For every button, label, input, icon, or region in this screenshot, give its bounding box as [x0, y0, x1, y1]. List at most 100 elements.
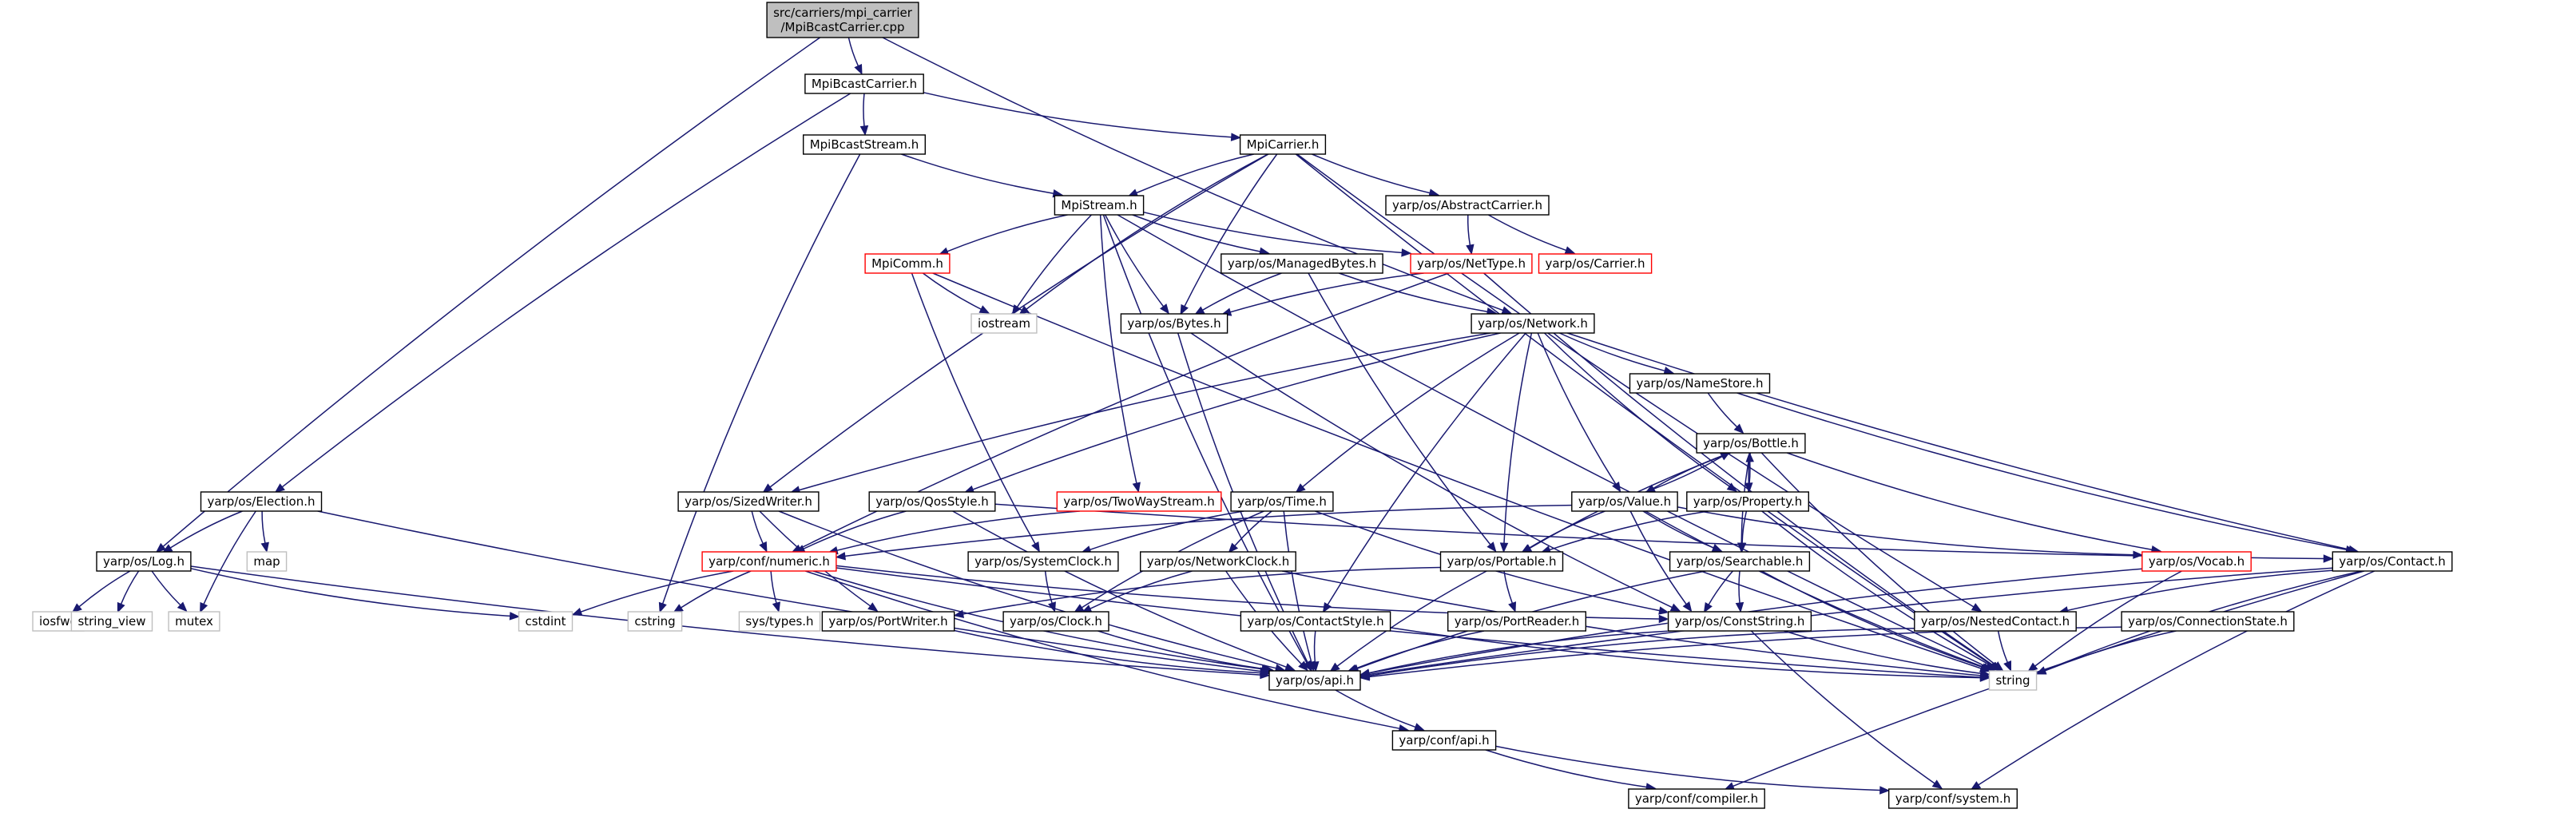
node-box — [1385, 195, 1550, 216]
node-box — [677, 491, 820, 512]
node-bytes[interactable]: yarp/os/Bytes.h — [1120, 313, 1228, 334]
node-network[interactable]: yarp/os/Network.h — [1471, 313, 1595, 334]
node-abstractcarrier[interactable]: yarp/os/AbstractCarrier.h — [1385, 195, 1550, 216]
node-networkclock[interactable]: yarp/os/NetworkClock.h — [1139, 551, 1296, 572]
node-label: yarp/os/Bottle.h — [1703, 436, 1799, 450]
node-mpicomm[interactable]: MpiComm.h — [864, 253, 951, 274]
edge-abstractcarrier-to-nettype — [1466, 214, 1475, 256]
edge-election-to-log — [161, 510, 243, 553]
node-vocab[interactable]: yarp/os/Vocab.h — [2141, 551, 2252, 572]
node-contactstyle[interactable]: yarp/os/ContactStyle.h — [1240, 611, 1391, 632]
node-box — [1240, 611, 1391, 632]
node-box — [803, 134, 927, 155]
node-system[interactable]: yarp/conf/system.h — [1887, 788, 2018, 809]
node-confapi[interactable]: yarp/conf/api.h — [1391, 730, 1497, 751]
edge-mpibcastcarrier-to-mpibcaststream — [859, 93, 869, 137]
node-box — [1410, 253, 1533, 274]
node-root: src/carriers/mpi_carrier/MpiBcastCarrier… — [766, 2, 919, 38]
node-numeric[interactable]: yarp/conf/numeric.h — [701, 551, 837, 572]
node-mpistream[interactable]: MpiStream.h — [1054, 195, 1145, 216]
edge-time-to-systemclock — [1080, 510, 1244, 554]
node-box — [1686, 491, 1810, 512]
node-portwriter[interactable]: yarp/os/PortWriter.h — [821, 611, 955, 632]
edge-twowaystream-to-numeric — [828, 510, 1080, 555]
node-carrier[interactable]: yarp/os/Carrier.h — [1538, 253, 1653, 274]
node-label: yarp/os/NestedContact.h — [1921, 614, 2070, 629]
node-mpibcaststream[interactable]: MpiBcastStream.h — [803, 134, 927, 155]
node-mpibcastcarrier[interactable]: MpiBcastCarrier.h — [804, 73, 924, 94]
edge-confapi-to-compiler — [1485, 749, 1657, 791]
node-systemclock[interactable]: yarp/os/SystemClock.h — [967, 551, 1119, 572]
edge-numeric-to-systypes — [770, 570, 780, 613]
node-api[interactable]: yarp/os/api.h — [1268, 670, 1361, 691]
edge-confapi-to-system — [1495, 745, 1891, 795]
edge-election-to-mutex — [200, 510, 256, 613]
node-box — [1391, 730, 1497, 751]
node-connectionstate[interactable]: yarp/os/ConnectionState.h — [2121, 611, 2295, 632]
node-label: yarp/os/Value.h — [1578, 494, 1671, 509]
edge-conststring-to-system — [1750, 630, 1943, 790]
node-label: yarp/os/Bytes.h — [1127, 316, 1221, 331]
node-label: yarp/os/Network.h — [1478, 316, 1588, 331]
node-property[interactable]: yarp/os/Property.h — [1686, 491, 1810, 512]
node-log[interactable]: yarp/os/Log.h — [96, 551, 192, 572]
node-label: yarp/os/Clock.h — [1010, 614, 1102, 629]
node-namestore[interactable]: yarp/os/NameStore.h — [1629, 373, 1771, 394]
node-label: string — [1995, 673, 2030, 688]
node-label: yarp/os/Property.h — [1693, 494, 1802, 509]
node-contact[interactable]: yarp/os/Contact.h — [2332, 551, 2453, 572]
edge-mpicarrier-to-mpistream — [1127, 153, 1254, 197]
node-label: yarp/os/api.h — [1276, 673, 1354, 688]
node-portreader[interactable]: yarp/os/PortReader.h — [1447, 611, 1586, 632]
node-box — [1696, 433, 1806, 454]
node-bottle[interactable]: yarp/os/Bottle.h — [1696, 433, 1806, 454]
node-portable[interactable]: yarp/os/Portable.h — [1439, 551, 1564, 572]
node-nettype[interactable]: yarp/os/NetType.h — [1410, 253, 1533, 274]
node-label: MpiComm.h — [871, 256, 943, 271]
edge-numeric-to-cstring — [673, 570, 752, 613]
node-box — [1447, 611, 1586, 632]
edge-network-to-sizedwriter — [789, 332, 1491, 494]
node-box — [1988, 670, 2038, 691]
node-searchable[interactable]: yarp/os/Searchable.h — [1669, 551, 1811, 572]
node-election[interactable]: yarp/os/Election.h — [200, 491, 323, 512]
edge-connectionstate-to-string — [2035, 630, 2177, 675]
edge-searchable-to-cstddef — [1703, 570, 1733, 613]
edge-property-to-bottle — [1745, 451, 1754, 493]
edge-log-to-mutex — [151, 570, 188, 613]
node-label: yarp/os/PortWriter.h — [828, 614, 947, 629]
node-sizedwriter[interactable]: yarp/os/SizedWriter.h — [677, 491, 820, 512]
node-clock[interactable]: yarp/os/Clock.h — [1002, 611, 1109, 632]
node-mpicarrier[interactable]: MpiCarrier.h — [1239, 134, 1327, 155]
node-box — [168, 611, 220, 632]
edge-managedbytes-to-portable — [1308, 272, 1497, 553]
node-label: yarp/os/ManagedBytes.h — [1228, 256, 1376, 271]
edge-network-to-time — [1295, 332, 1520, 494]
node-value[interactable]: yarp/os/Value.h — [1571, 491, 1678, 512]
edge-mpistream-to-twowaystream — [1099, 214, 1141, 494]
edge-sizedwriter-to-numeric — [751, 510, 768, 553]
node-compiler[interactable]: yarp/conf/compiler.h — [1628, 788, 1765, 809]
node-twowaystream[interactable]: yarp/os/TwoWayStream.h — [1056, 491, 1222, 512]
node-conststring[interactable]: yarp/os/ConstString.h — [1667, 611, 1812, 632]
node-box — [701, 551, 837, 572]
node-box — [1669, 551, 1811, 572]
node-string_view: string_view — [70, 611, 153, 632]
node-label: yarp/os/PortReader.h — [1455, 614, 1580, 629]
edge-root-to-log — [155, 37, 821, 553]
node-label: sys/types.h — [745, 614, 813, 629]
node-box — [246, 551, 288, 572]
node-iostream: iostream — [970, 313, 1038, 334]
edge-bytes-to-cstddef — [1190, 332, 1681, 612]
node-nestedcontact[interactable]: yarp/os/NestedContact.h — [1914, 611, 2077, 632]
node-managedbytes[interactable]: yarp/os/ManagedBytes.h — [1221, 253, 1383, 274]
node-label: yarp/os/Portable.h — [1447, 554, 1557, 569]
node-label: yarp/conf/api.h — [1399, 733, 1489, 748]
node-qosstyle[interactable]: yarp/os/QosStyle.h — [868, 491, 996, 512]
edge-log-to-string_view — [117, 570, 140, 613]
node-box — [1230, 491, 1334, 512]
node-time[interactable]: yarp/os/Time.h — [1230, 491, 1334, 512]
node-box — [1628, 788, 1765, 809]
edge-value-to-numeric — [835, 504, 1572, 561]
